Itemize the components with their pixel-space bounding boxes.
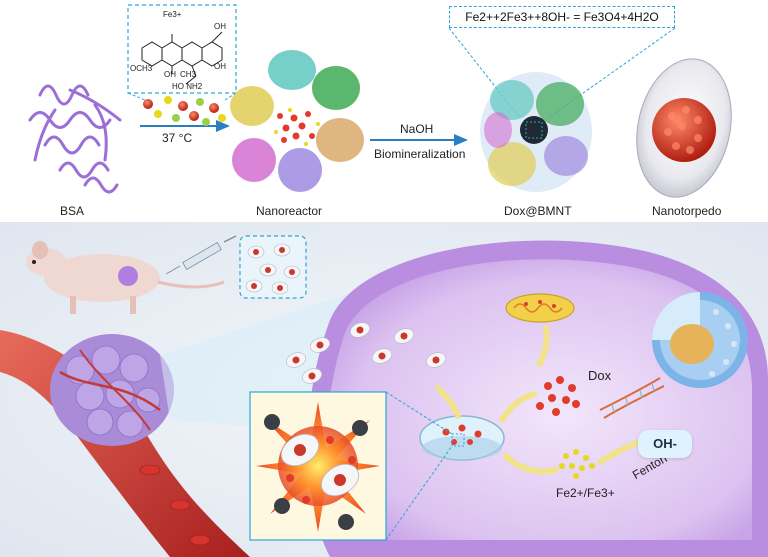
dox-fe-particle-mix: [143, 96, 226, 126]
dox-nh2-label: HO NH2: [172, 82, 203, 91]
bsa-label: BSA: [60, 204, 85, 218]
naoh-label: NaOH: [400, 122, 434, 136]
dox-structure-drawing: [141, 31, 223, 85]
dox-fe-label: Fe3+: [163, 10, 182, 19]
dox-label: Dox: [588, 368, 612, 383]
fe-ions: [559, 449, 595, 479]
nanotorpedo-label: Nanotorpedo: [652, 204, 722, 218]
dox-oh-label-1: OH: [214, 22, 226, 31]
injected-torpedoes: [245, 243, 301, 295]
dox-molecules: [536, 376, 580, 416]
nanotorpedo: [636, 58, 732, 198]
burst-zoom-line-top: [385, 391, 453, 435]
nanoreactor-label: Nanoreactor: [256, 204, 323, 218]
mouse: [26, 241, 225, 314]
endosome: [419, 415, 505, 461]
syringe: [165, 235, 237, 275]
biomineralization-label: Biomineralization: [374, 147, 466, 161]
equation-box: Fe2++2Fe3++8OH- = Fe3O4+4H2O: [449, 6, 675, 28]
dox-zoom-line-left: [127, 92, 146, 101]
dox-bmnt-label: Dox@BMNT: [504, 204, 572, 218]
process-arrows: [435, 325, 643, 475]
oh-product-badge: OH-: [638, 430, 692, 458]
dox-oh-label-3: OH: [164, 70, 176, 79]
temperature-label: 37 °C: [162, 131, 193, 145]
mitochondrion: [505, 293, 575, 323]
dox-ch3-label: CH3: [180, 70, 197, 79]
bsa-protein: [28, 84, 122, 194]
dox-bmnt-particle: [480, 72, 592, 192]
bmnt-zoom-line-right: [547, 27, 676, 119]
dox-oh-label-2: OH: [214, 62, 226, 71]
burst-zoom-line-bottom: [385, 445, 453, 541]
tumor: [50, 334, 174, 446]
nanoreactor-assembly: [230, 50, 364, 192]
fe-ions-label: Fe2+/Fe3+: [556, 486, 615, 500]
nucleus: [652, 292, 748, 388]
entering-torpedoes: [286, 322, 446, 384]
dox-zoom-line-right: [224, 92, 237, 101]
dox-och3-label: OCH3: [130, 64, 153, 73]
cell-interior: [326, 259, 752, 540]
burst-graphic: [256, 402, 380, 532]
dna-strand: [599, 377, 665, 419]
